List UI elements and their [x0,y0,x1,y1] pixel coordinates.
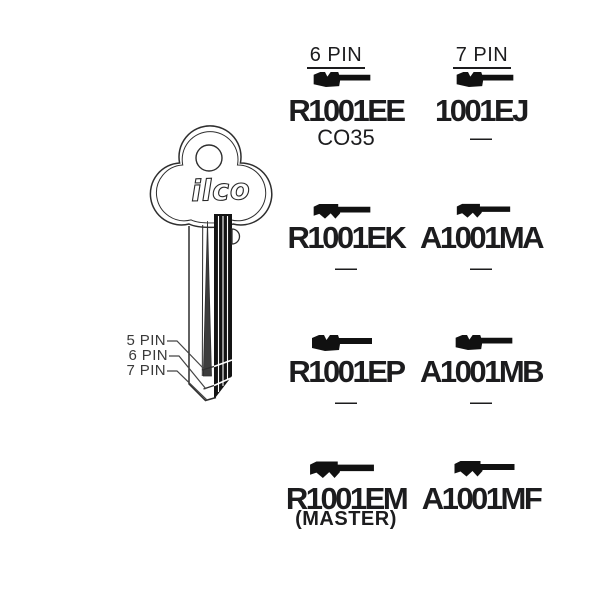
part-number: A1001MB [419,354,545,389]
key-bow-inner-line [155,131,267,224]
cross-reference: CO35 [317,125,375,150]
key-profile-icon [313,71,371,88]
leader-line-5pin [167,340,205,370]
part-number: R1001EP [288,354,406,389]
pin-label-7: 7 PIN [126,362,166,379]
key-blade-edge [188,226,217,402]
tip-step-5pin [201,365,215,371]
dash-placeholder: — [335,255,357,280]
dash-placeholder: — [470,125,492,150]
pin-column-header-7pin: 7 PIN [412,45,552,69]
part-number: 1001EJ [435,93,529,128]
leader-line-7pin [167,370,208,401]
part-number: R1001EK [287,220,407,255]
ilco-logo: ilco [191,172,251,208]
pin-column-header-6pin: 6 PIN [266,45,406,69]
part-number: A1001MA [419,220,545,255]
tip-step-6pin [213,377,232,387]
key-bow-outline [149,125,273,229]
dash-placeholder: — [335,389,357,414]
part-number: R1001EM [285,481,409,516]
key-bow-hole [195,144,223,172]
key-profile-icon [456,71,514,88]
key-profile-icon [456,203,511,218]
key-profile-icon [455,334,513,351]
key-profile-icon [454,461,515,477]
key-profile-icon [310,461,374,478]
pin-label-5: 5 PIN [126,332,166,349]
leader-line-6pin [169,355,207,390]
key-profile-icon [312,335,372,351]
key-blade-ridge [202,220,212,377]
part-number: A1001MF [421,481,543,516]
part-number: R1001EE [288,93,406,128]
key-shoulder-nub [231,228,241,245]
key-profile-icon [313,203,371,219]
master-note: (MASTER) [295,508,397,530]
dash-placeholder: — [470,255,492,280]
pin-label-6: 6 PIN [128,347,168,364]
dash-placeholder: — [470,389,492,414]
tip-step-5pin [213,359,233,368]
